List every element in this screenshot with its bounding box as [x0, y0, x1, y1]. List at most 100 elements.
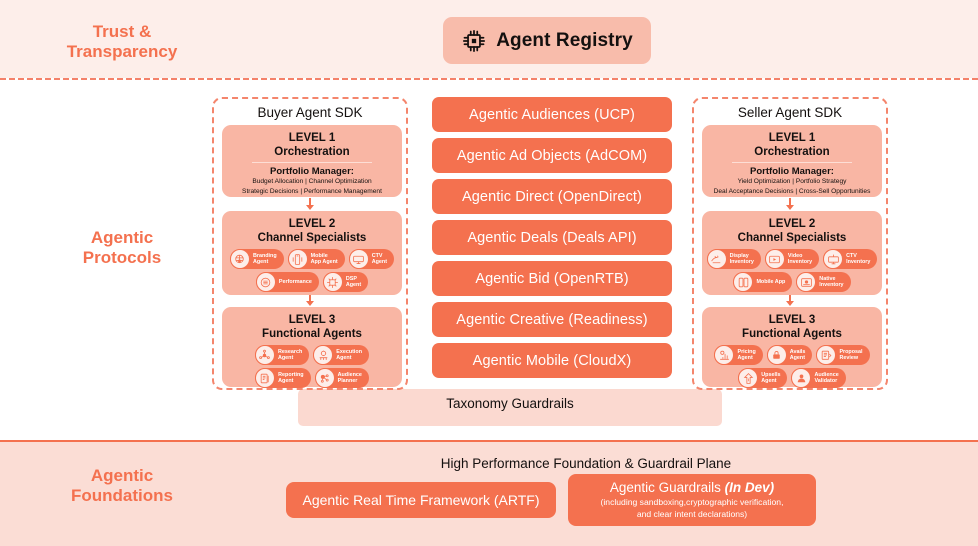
dsp-network-icon [322, 272, 343, 293]
video-play-icon [764, 249, 785, 270]
agent-chip-label: Avails Agent [789, 348, 806, 362]
seller-level3-box[interactable]: LEVEL 3 Functional Agents Pricing Agent [702, 307, 882, 389]
seller-level2-box[interactable]: LEVEL 2 Channel Specialists Display Inve… [702, 211, 882, 295]
protocol-bar[interactable]: Agentic Creative (Readiness) [432, 302, 672, 337]
agent-chip[interactable]: Performance [255, 272, 319, 293]
guardrails-title-status: (In Dev) [724, 480, 775, 496]
buyer-level2-level: LEVEL 2 [288, 218, 336, 230]
seller-arrow-l2-l3-head [786, 301, 794, 306]
foundations-title: High Performance Foundation & Guardrail … [440, 456, 732, 471]
guardrails-title: Agentic Guardrails (In Dev) [610, 480, 774, 496]
agent-chip-label: Branding Agent [252, 252, 277, 266]
buyer-level1-name: Orchestration [274, 146, 350, 159]
agent-registry-label: Agent Registry [496, 29, 633, 51]
buyer-level1-level: LEVEL 1 [288, 132, 336, 144]
tv-screen-icon [823, 249, 844, 270]
buyer-sdk-title: Buyer Agent SDK [257, 105, 363, 120]
seller-level1-line1: Yield Optimization | Portfolio Strategy [737, 178, 847, 186]
seller-level1-rule [732, 162, 852, 164]
audience-nodes-icon [314, 368, 335, 389]
agent-chip[interactable]: Mobile App [733, 272, 793, 293]
buyer-level1-box[interactable]: LEVEL 1 Orchestration Portfolio Manager:… [222, 125, 402, 197]
report-document-icon [255, 368, 276, 389]
seller-level1-level: LEVEL 1 [768, 132, 816, 144]
agent-chip-label: Performance [278, 278, 312, 285]
display-banner-icon [706, 249, 727, 270]
agent-registry-badge[interactable]: Agent Registry [443, 17, 651, 64]
seller-level2-level: LEVEL 2 [768, 218, 816, 230]
agent-chip-label: CTV Agent [371, 252, 387, 266]
agent-chip-label: Video Inventory [787, 252, 813, 266]
agent-chip-label: Pricing Agent [737, 348, 756, 362]
agent-chip[interactable]: Audience Validator [791, 368, 846, 389]
audience-person-icon [791, 368, 812, 389]
seller-level3-chips: Pricing Agent Avails Agent [706, 345, 878, 389]
agent-chip[interactable]: CTV Inventory [823, 249, 878, 270]
avails-lock-icon [766, 345, 787, 366]
buyer-level2-chips: Branding Agent Mobile App Agent [226, 249, 398, 293]
seller-level1-role: Portfolio Manager: [750, 166, 834, 178]
buyer-level3-chips: Research Agent Execution Agent [226, 345, 398, 389]
divider-trust-protocols [0, 78, 978, 81]
seller-agent-sdk-container: Seller Agent SDK LEVEL 1 Orchestration P… [692, 97, 888, 390]
seller-arrow-l1-l2-head [786, 205, 794, 210]
artf-box[interactable]: Agentic Real Time Framework (ARTF) [286, 482, 556, 518]
buyer-level2-name: Channel Specialists [257, 232, 367, 245]
agent-chip[interactable]: Branding Agent [229, 249, 284, 270]
taxonomy-guardrails-band [298, 389, 722, 426]
buyer-arrow-l2-l3-head [306, 301, 314, 306]
buyer-level3-name: Functional Agents [262, 328, 362, 341]
protocol-bar[interactable]: Agentic Ad Objects (AdCOM) [432, 138, 672, 173]
agent-chip[interactable]: DSP Agent [322, 272, 369, 293]
buyer-level1-line1: Budget Allocation | Channel Optimization [252, 178, 372, 186]
buyer-agent-sdk-container: Buyer Agent SDK LEVEL 1 Orchestration Po… [212, 97, 408, 390]
native-layout-icon [796, 272, 817, 293]
seller-level2-chips: Display Inventory Video Inventory [706, 249, 878, 293]
agent-chip[interactable]: Execution Agent [313, 345, 370, 366]
seller-sdk-title: Seller Agent SDK [737, 105, 843, 120]
tv-screen-icon [348, 249, 369, 270]
agent-chip[interactable]: Mobile App Agent [287, 249, 345, 270]
agent-chip-label: Mobile App Agent [310, 252, 338, 266]
agent-chip-label: Execution Agent [336, 348, 363, 362]
protocol-bar[interactable]: Agentic Direct (OpenDirect) [432, 179, 672, 214]
agent-chip-label: Audience Planner [337, 371, 362, 385]
protocol-bar[interactable]: Agentic Audiences (UCP) [432, 97, 672, 132]
protocol-bar[interactable]: Agentic Bid (OpenRTB) [432, 261, 672, 296]
agent-chip-label: CTV Inventory [846, 252, 871, 266]
agent-chip[interactable]: Proposal Review [816, 345, 870, 366]
agent-chip-label: Mobile App [756, 278, 786, 285]
agent-chip[interactable]: Reporting Agent [255, 368, 311, 389]
artf-label: Agentic Real Time Framework (ARTF) [302, 492, 540, 508]
seller-level1-box[interactable]: LEVEL 1 Orchestration Portfolio Manager:… [702, 125, 882, 197]
chip-icon [461, 28, 487, 54]
buyer-level2-box[interactable]: LEVEL 2 Channel Specialists Branding Age… [222, 211, 402, 295]
buyer-level3-level: LEVEL 3 [288, 314, 336, 326]
seller-arrow-l2-l3-stem [789, 295, 791, 302]
agent-chip[interactable]: Avails Agent [766, 345, 813, 366]
agent-chip[interactable]: Research Agent [254, 345, 310, 366]
agent-chip[interactable]: Display Inventory [706, 249, 761, 270]
buyer-level3-box[interactable]: LEVEL 3 Functional Agents [222, 307, 402, 389]
seller-level1-name: Orchestration [754, 146, 830, 159]
agent-chip[interactable]: Upsells Agent [738, 368, 788, 389]
protocol-bar[interactable]: Agentic Mobile (CloudX) [432, 343, 672, 378]
proposal-doc-icon [816, 345, 837, 366]
seller-level3-name: Functional Agents [742, 328, 842, 341]
guardrails-subtext: (including sandboxing,cryptographic veri… [600, 497, 784, 519]
agent-chip[interactable]: Video Inventory [764, 249, 820, 270]
seller-level3-level: LEVEL 3 [768, 314, 816, 326]
research-nodes-icon [254, 345, 275, 366]
seller-arrow-l1-l2-stem [789, 198, 791, 206]
buyer-level1-role: Portfolio Manager: [270, 166, 354, 178]
seller-level2-name: Channel Specialists [737, 232, 847, 245]
agent-chip[interactable]: CTV Agent [348, 249, 394, 270]
agentic-guardrails-box[interactable]: Agentic Guardrails (In Dev) (including s… [568, 474, 816, 526]
performance-cycle-icon [255, 272, 276, 293]
agent-chip[interactable]: Native Inventory [796, 272, 851, 293]
agent-chip[interactable]: Audience Planner [314, 368, 369, 389]
buyer-arrow-l2-l3-stem [309, 295, 311, 302]
protocol-bar[interactable]: Agentic Deals (Deals API) [432, 220, 672, 255]
agent-chip[interactable]: Pricing Agent [714, 345, 763, 366]
